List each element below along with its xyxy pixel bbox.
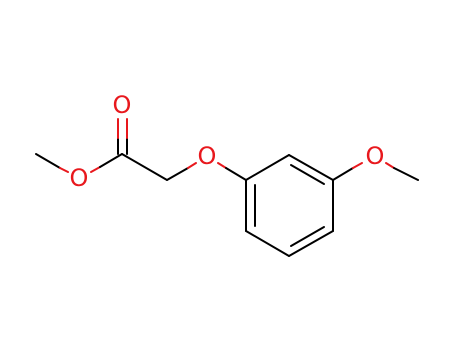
bond-carbonyl-methylene: [121, 153, 168, 181]
bond-methyl-ester-oxygen-red: [59, 167, 69, 173]
ring-inner-bond-d-e: [290, 226, 325, 247]
carbonyl-oxygen-label: O: [113, 91, 132, 119]
ring-inner-bond-b-c: [290, 164, 325, 185]
ring-bond-b-c: [288, 154, 334, 181]
bond-ring-methoxy-oxygen-red: [352, 162, 363, 169]
bond-ether-oxygen-ring: [225, 167, 247, 181]
bond-ester-oxygen-carbonyl-red: [90, 166, 101, 173]
bond-methylene-ether-oxygen-red: [187, 162, 197, 169]
ring-bond-a-b: [245, 154, 290, 181]
bond-ether-oxygen-ring-red: [217, 162, 227, 169]
bond-methoxy-oxygen-methyl: [393, 167, 419, 181]
ring-bond-d-e: [288, 230, 334, 257]
ester-oxygen-label: O: [70, 164, 89, 192]
ether-oxygen-label: O: [198, 142, 217, 170]
bond-methoxy-oxygen-methyl-red: [385, 162, 395, 169]
bond-methyl-ester-oxygen: [35, 153, 61, 169]
bond-ring-methoxy-oxygen: [332, 167, 354, 181]
ring-bond-e-f: [245, 230, 290, 257]
bond-methylene-ether-oxygen: [166, 167, 189, 181]
bond-ester-oxygen-carbonyl: [99, 153, 123, 168]
methoxy-oxygen-label: O: [366, 142, 385, 170]
